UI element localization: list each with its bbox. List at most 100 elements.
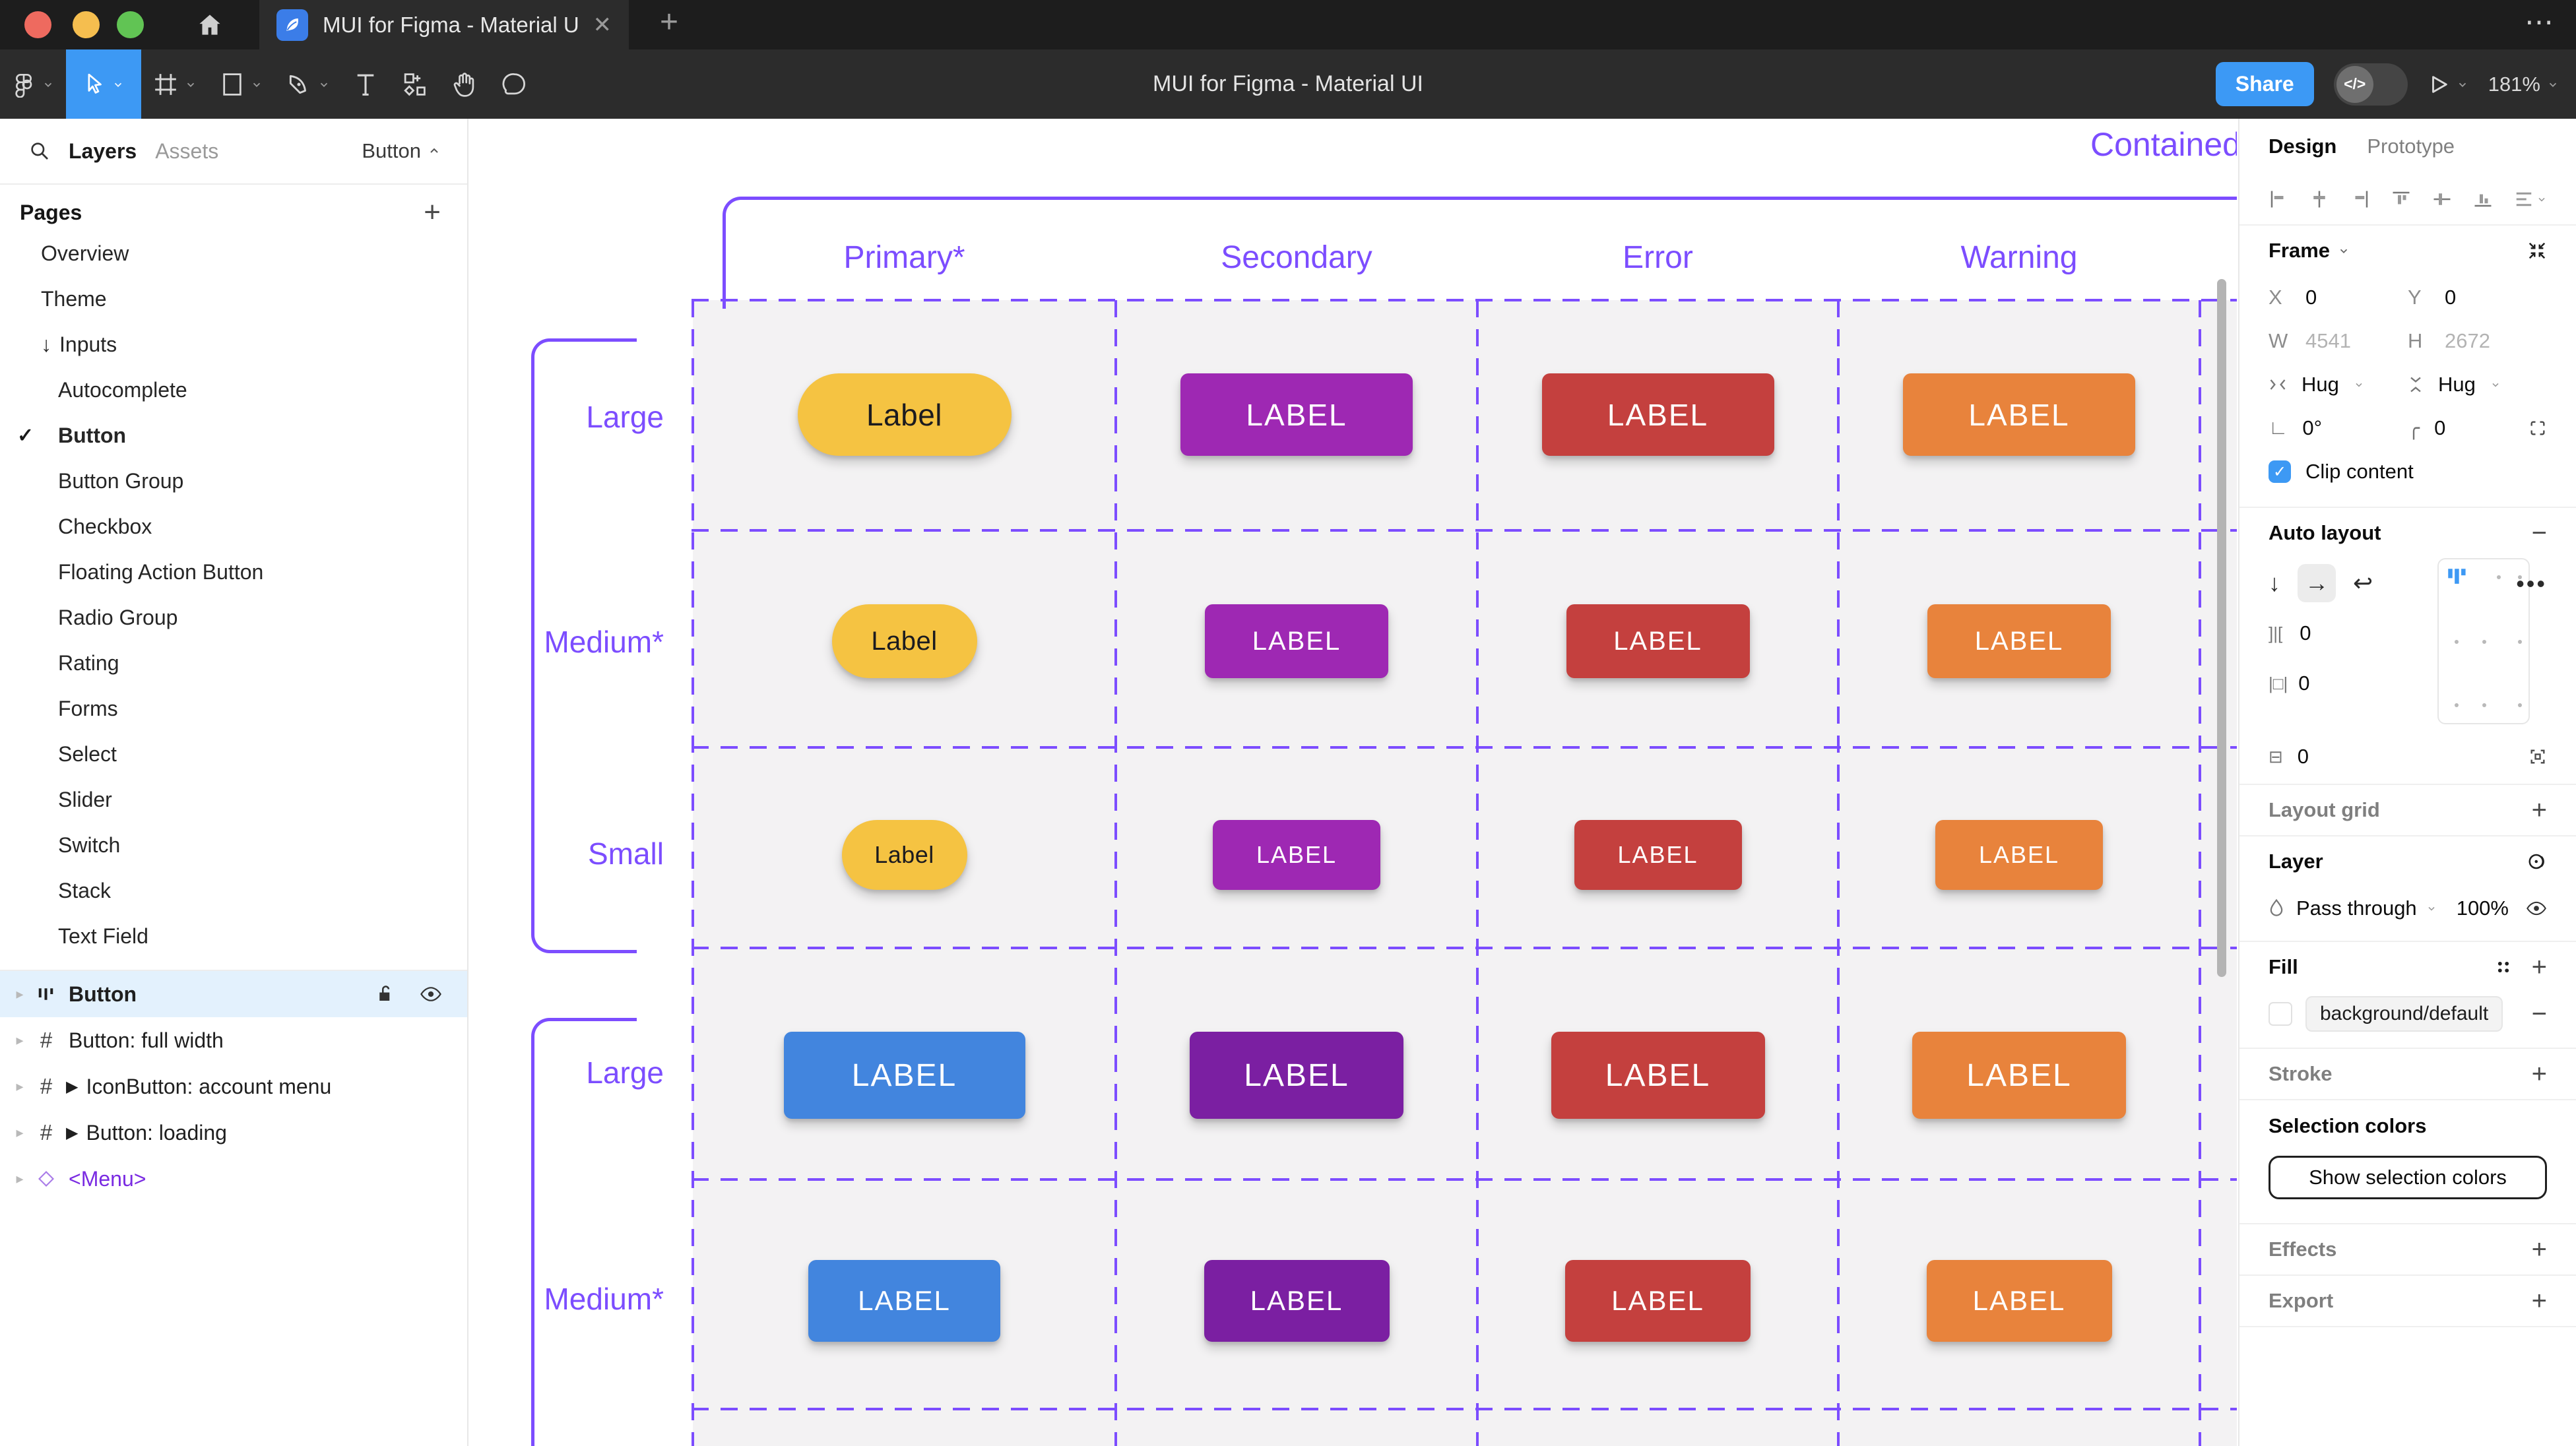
align-bottom-icon[interactable] [2473,189,2493,209]
file-title[interactable]: MUI for Figma - Material UI [1153,71,1423,96]
blend-mode-dropdown[interactable]: Pass through [2296,896,2417,920]
page-item-checkbox[interactable]: Checkbox [58,515,152,538]
fill-token-chip[interactable]: background/default [2305,996,2503,1032]
vertical-padding-field[interactable]: ⊟ 0 [2269,745,2309,768]
page-item-autocomplete[interactable]: Autocomplete [58,378,187,402]
layer-row-iconbutton-account-menu[interactable]: ▸ # ▶ IconButton: account menu [0,1063,467,1110]
expand-chevron-icon[interactable]: ▸ [16,1170,24,1187]
button-warning-large-uppercase[interactable]: LABEL [1912,1032,2126,1119]
page-item-stack[interactable]: Stack [58,879,112,902]
remove-auto-layout-button[interactable]: − [2531,518,2547,548]
align-vertical-center-icon[interactable] [2432,189,2452,209]
fill-color-swatch[interactable] [2269,1002,2292,1026]
button-primary-small[interactable]: Label [841,820,967,890]
tab-assets[interactable]: Assets [155,139,219,163]
page-item-button-group[interactable]: Button Group [58,469,184,493]
frame-tool-button[interactable] [141,49,209,119]
distribute-menu[interactable] [2514,189,2547,209]
search-icon[interactable] [29,141,50,162]
button-primary-large[interactable]: Label [797,373,1012,456]
button-error-medium-uppercase[interactable]: LABEL [1565,1260,1751,1342]
window-more-icon[interactable]: ⋯ [2525,6,2556,38]
page-selector[interactable]: Button [362,139,441,163]
button-primary-large-uppercase[interactable]: LABEL [783,1032,1025,1119]
button-secondary-small[interactable]: LABEL [1213,820,1380,890]
auto-layout-vertical-button[interactable]: ↓ [2269,569,2280,596]
present-button[interactable] [2428,73,2468,96]
zoom-menu[interactable]: 181% [2488,73,2559,96]
layer-row-menu-instance[interactable]: ▸ <Menu> [0,1156,467,1202]
clip-content-row[interactable]: ✓ Clip content [2269,450,2547,493]
zoom-window-button[interactable] [117,11,144,38]
tab-design[interactable]: Design [2269,135,2337,158]
expand-chevron-icon[interactable]: ▸ [16,1078,24,1094]
dev-mode-toggle[interactable]: </> [2333,63,2408,106]
independent-corners-icon[interactable] [2528,419,2547,437]
button-primary-medium-uppercase[interactable]: LABEL [808,1260,1000,1342]
home-icon[interactable] [195,11,224,40]
button-secondary-large-uppercase[interactable]: LABEL [1190,1032,1403,1119]
button-secondary-large[interactable]: LABEL [1180,373,1413,456]
pen-tool-button[interactable] [274,49,342,119]
page-item-theme[interactable]: Theme [41,287,107,311]
auto-layout-more-icon[interactable]: ••• [2516,570,2547,597]
button-error-medium[interactable]: LABEL [1566,604,1750,678]
button-warning-medium[interactable]: LABEL [1927,604,2111,678]
add-effect-button[interactable]: + [2531,1234,2547,1264]
independent-padding-icon[interactable] [2528,747,2547,766]
canvas-scrollbar[interactable] [2217,279,2226,977]
align-top-icon[interactable] [2391,189,2411,209]
auto-layout-wrap-button[interactable]: ↩ [2353,569,2373,596]
button-error-small[interactable]: LABEL [1574,820,1742,890]
page-item-slider[interactable]: Slider [58,788,112,811]
tab-close-icon[interactable]: ✕ [593,12,612,38]
visibility-eye-icon[interactable] [2526,900,2547,916]
page-item-switch[interactable]: Switch [58,833,121,857]
horizontal-sizing-dropdown[interactable]: Hug [2269,373,2408,396]
page-item-overview[interactable]: Overview [41,241,129,265]
gap-field[interactable]: ]|[ 0 [2269,621,2311,644]
button-warning-small[interactable]: LABEL [1935,820,2103,890]
add-layout-grid-button[interactable]: + [2531,795,2547,825]
corner-radius-field[interactable]: ╭0 [2408,416,2547,440]
styles-icon[interactable] [2495,959,2512,976]
resources-tool-button[interactable] [389,49,439,119]
button-secondary-medium[interactable]: LABEL [1205,604,1388,678]
expand-chevron-icon[interactable]: ▸ [16,986,24,1002]
horizontal-padding-field[interactable]: |□| 0 [2269,672,2310,695]
button-error-large[interactable]: LABEL [1541,373,1774,456]
button-warning-large[interactable]: LABEL [1903,373,2135,456]
unlock-icon[interactable] [376,984,395,1004]
auto-layout-alignment-box[interactable] [2437,558,2530,724]
collapse-icon[interactable] [2527,241,2547,261]
add-page-button[interactable]: + [424,196,441,228]
main-menu-button[interactable] [0,49,66,119]
button-error-large-uppercase[interactable]: LABEL [1551,1032,1765,1119]
close-window-button[interactable] [24,11,51,38]
tab-layers[interactable]: Layers [69,139,137,163]
add-export-button[interactable]: + [2531,1286,2547,1315]
expand-chevron-icon[interactable]: ▸ [16,1032,24,1048]
canvas[interactable]: Contained Primary* Secondary Error Warni… [468,119,2237,1446]
page-item-button[interactable]: ✓Button [17,424,127,447]
visibility-eye-icon[interactable] [420,986,442,1003]
shape-tool-button[interactable] [209,49,274,119]
blend-mode-icon[interactable] [2527,852,2547,871]
add-stroke-button[interactable]: + [2531,1059,2547,1088]
rotation-field[interactable]: ∟0° [2269,416,2323,439]
add-fill-button[interactable]: + [2531,952,2547,982]
fill-row[interactable]: background/default − [2269,992,2547,1036]
layer-row-button-full-width[interactable]: ▸ # Button: full width [0,1017,467,1063]
expand-chevron-icon[interactable]: ▸ [16,1124,24,1141]
align-left-icon[interactable] [2269,189,2288,209]
auto-layout-horizontal-button[interactable]: → [2298,564,2336,602]
file-tab[interactable]: MUI for Figma - Material UI ✕ [259,0,629,49]
text-tool-button[interactable] [342,49,389,119]
align-horizontal-center-icon[interactable] [2309,189,2329,209]
button-secondary-medium-uppercase[interactable]: LABEL [1204,1260,1390,1342]
comment-tool-button[interactable] [490,49,540,119]
